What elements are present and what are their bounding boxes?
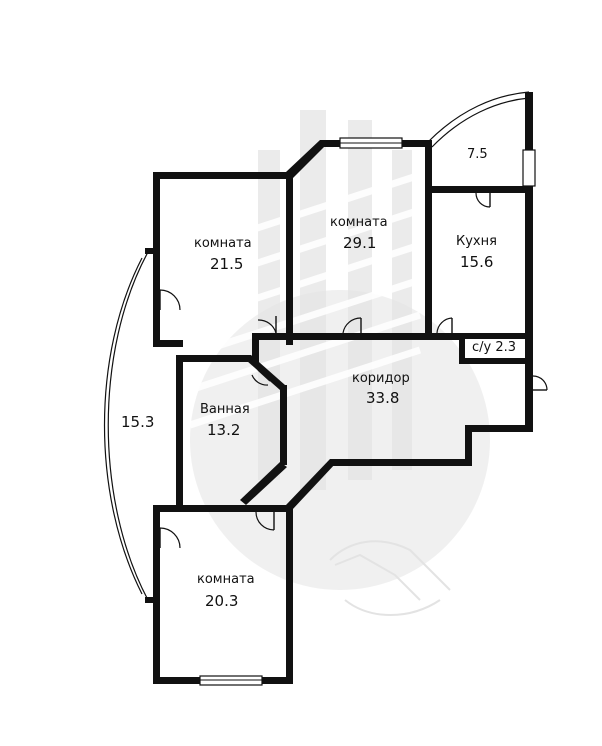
wc-label: с/у 2.3 — [472, 340, 516, 355]
room-2-area: 29.1 — [343, 234, 376, 252]
corridor-area: 33.8 — [366, 389, 399, 407]
bathroom-name: Ванная — [200, 402, 250, 417]
room-1-name: комната — [194, 236, 252, 251]
doors — [159, 192, 548, 549]
balconies — [104, 91, 530, 601]
corridor-name: коридор — [352, 371, 410, 386]
balcony-left-area: 15.3 — [121, 413, 154, 431]
bathroom-area: 13.2 — [207, 421, 240, 439]
room-labels: комната 21.5 комната 29.1 Кухня 15.6 Ван… — [121, 147, 516, 610]
watermark-logo — [188, 110, 490, 616]
room-1-area: 21.5 — [210, 255, 243, 273]
room-2-name: комната — [330, 215, 388, 230]
windows — [199, 137, 536, 686]
kitchen-area: 15.6 — [460, 253, 493, 271]
kitchen-name: Кухня — [456, 234, 497, 249]
balcony-top-area: 7.5 — [467, 147, 488, 162]
room-3-area: 20.3 — [205, 592, 238, 610]
room-3-name: комната — [197, 572, 255, 587]
